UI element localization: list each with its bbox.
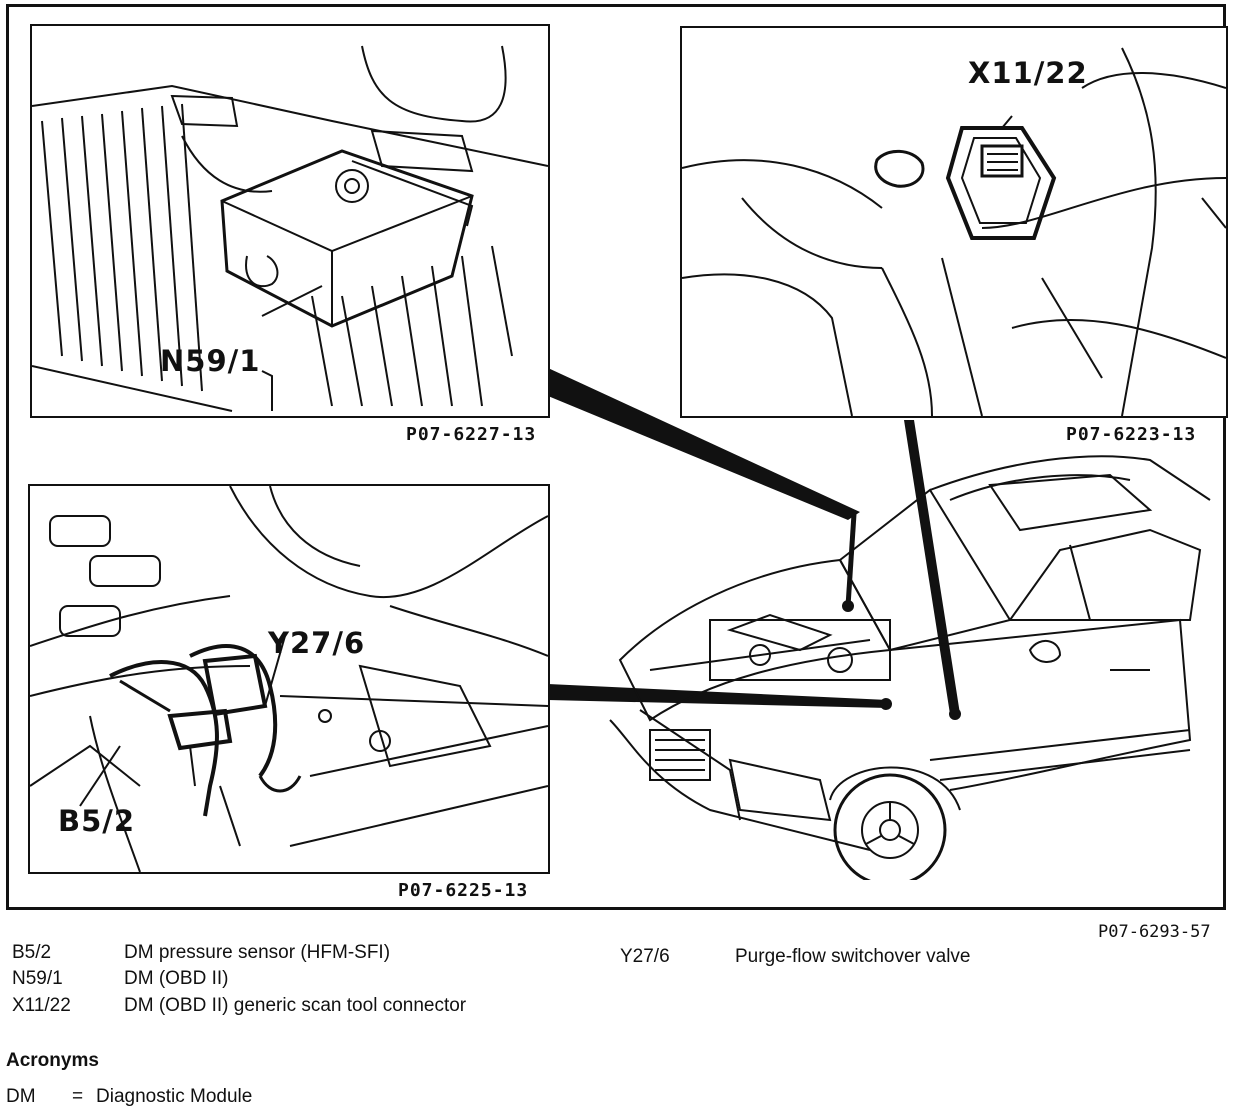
leader-line-n59-drop (845, 513, 857, 607)
leader-line-n59 (548, 368, 860, 520)
acronyms-heading: Acronyms (6, 1050, 99, 1071)
callout-y27: Y27/6 (268, 626, 366, 660)
acronym-equals: = (72, 1086, 84, 1107)
legend-code-b5: B5/2 (12, 942, 52, 963)
panel-n59-detail: N59/1 (30, 24, 550, 418)
acronym-meaning-dm: Diagnostic Module (96, 1086, 253, 1107)
n59-module-drawing (32, 45, 548, 412)
legend-code-n59: N59/1 (12, 968, 63, 989)
leader-dot-y27 (880, 698, 892, 710)
acronym-abbr-dm: DM (6, 1086, 36, 1107)
panel-ref-x11: P07-6223-13 (1066, 424, 1197, 445)
panel-x11-detail: X11/22 (680, 26, 1228, 418)
legend-desc-n59: DM (OBD II) (124, 968, 229, 989)
callout-b5: B5/2 (58, 804, 136, 838)
car-illustration (609, 455, 1211, 880)
callout-n59: N59/1 (160, 344, 261, 378)
leader-line-x11 (904, 420, 960, 714)
figure-ref: P07-6293-57 (1098, 922, 1211, 942)
legend-desc-y27: Purge-flow switchover valve (735, 946, 971, 967)
legend-code-x11: X11/22 (12, 995, 71, 1016)
panel-ref-y27: P07-6225-13 (398, 880, 529, 901)
leader-dot-x11 (949, 708, 961, 720)
diagram-frame (6, 4, 1226, 910)
leader-dot-n59 (842, 600, 854, 612)
legend-desc-x11: DM (OBD II) generic scan tool connector (124, 995, 467, 1016)
legend-desc-b5: DM pressure sensor (HFM-SFI) (124, 942, 391, 963)
leader-lines (548, 368, 961, 720)
panel-y27-detail: Y27/6 B5/2 (28, 484, 550, 874)
legend-code-y27: Y27/6 (620, 946, 670, 967)
callout-x11: X11/22 (968, 56, 1088, 90)
y27-valve-drawing (30, 486, 548, 872)
leader-line-y27 (548, 684, 888, 708)
x11-connector-drawing (682, 47, 1226, 416)
panel-ref-n59: P07-6227-13 (406, 424, 537, 445)
